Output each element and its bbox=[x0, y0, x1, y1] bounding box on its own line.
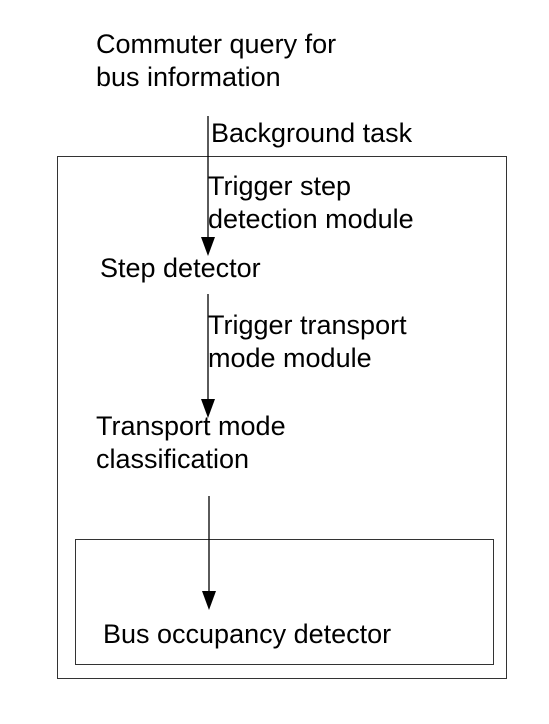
trigger-transport-line1: Trigger transport bbox=[208, 310, 407, 340]
bus-occupancy-label: Bus occupancy detector bbox=[103, 619, 392, 649]
trigger-transport-line2: mode module bbox=[208, 343, 372, 373]
commuter-query-label: Commuter query for bus information bbox=[96, 28, 336, 94]
trigger-step-line1: Trigger step bbox=[208, 171, 352, 201]
background-task-label: Background task bbox=[211, 118, 413, 148]
transport-mode-line2: classification bbox=[96, 444, 250, 474]
transport-mode-line1: Transport mode bbox=[96, 411, 286, 441]
trigger-transport-label: Trigger transport mode module bbox=[208, 309, 407, 375]
background-task-box bbox=[57, 156, 507, 679]
trigger-step-label: Trigger step detection module bbox=[208, 170, 414, 236]
commuter-query-line1: Commuter query for bbox=[96, 29, 337, 59]
transport-mode-label: Transport mode classification bbox=[96, 410, 286, 476]
commuter-query-line2: bus information bbox=[96, 62, 281, 92]
step-detector-label: Step detector bbox=[100, 253, 261, 283]
trigger-step-line2: detection module bbox=[208, 204, 414, 234]
bus-occupancy-box bbox=[75, 539, 494, 665]
